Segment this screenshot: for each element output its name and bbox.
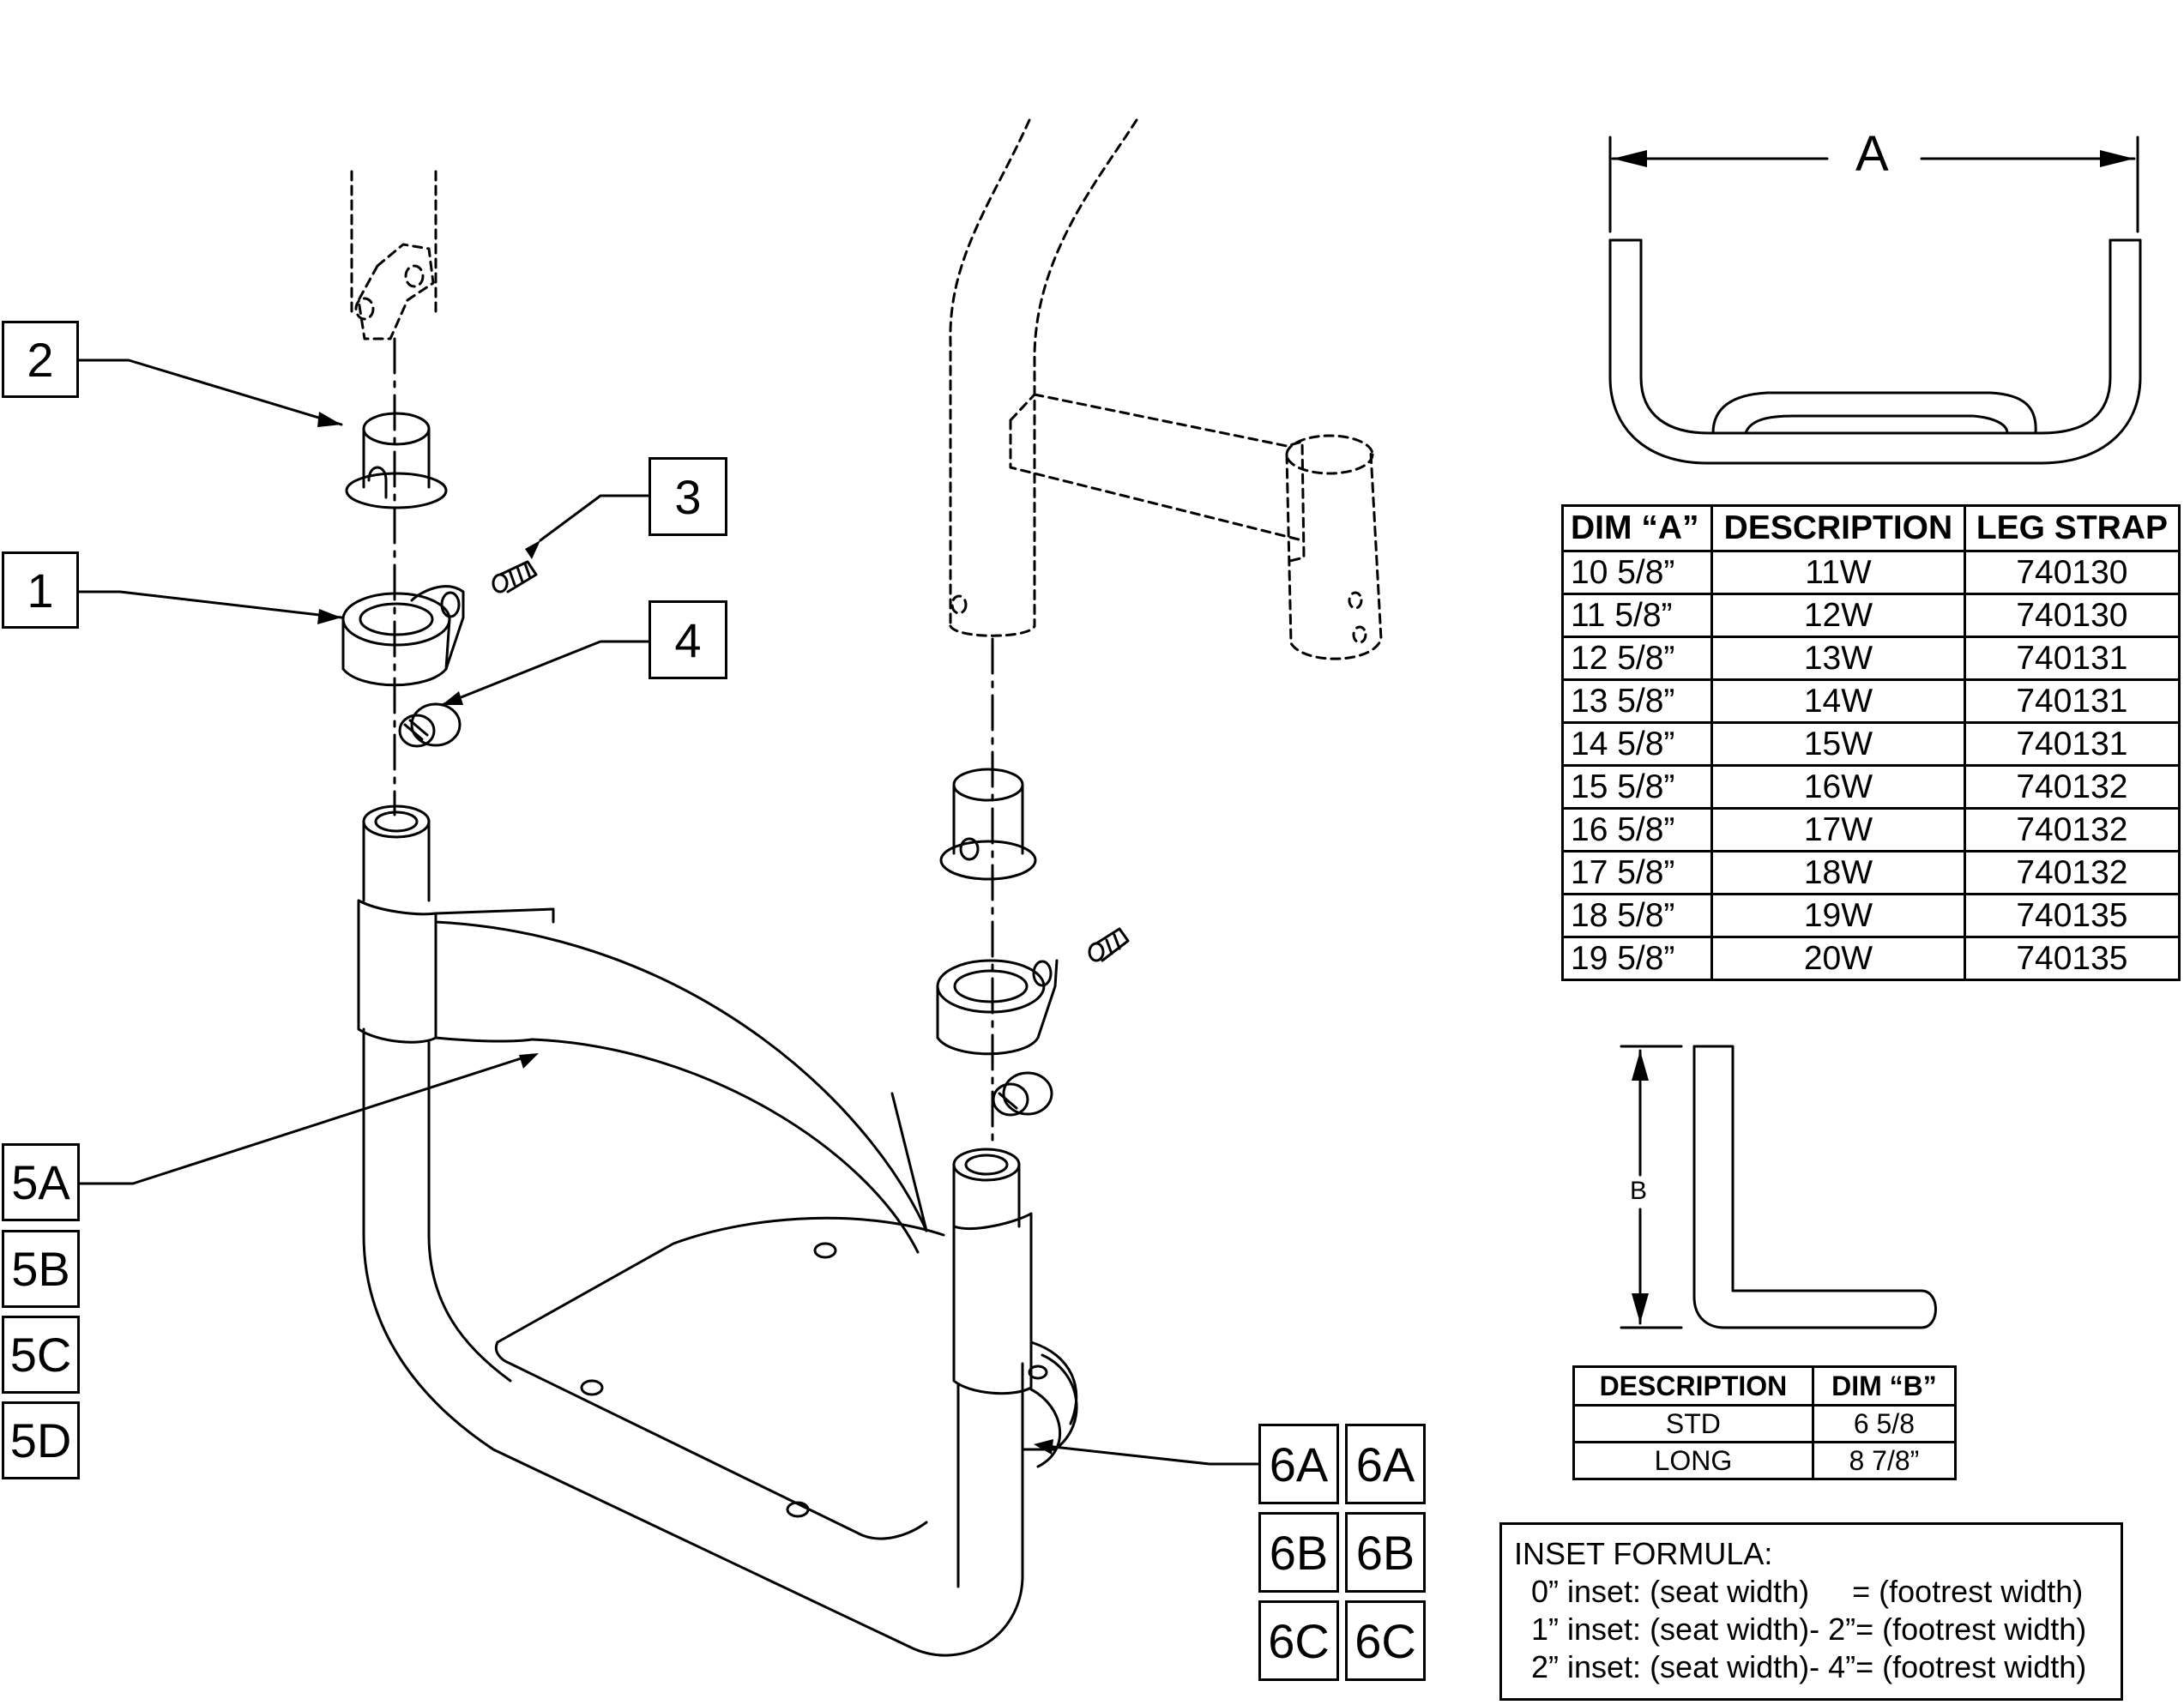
bushing-left (345, 412, 448, 509)
clamp-right (936, 959, 1059, 1056)
col-leg-strap: LEG STRAP (1963, 504, 2181, 552)
cell-description: 14W (1710, 678, 1966, 724)
col-dim-a: DIM “A” (1561, 504, 1713, 552)
dim-a-detail (1608, 136, 2142, 465)
inset-formula-line: 2” inset: (seat width)- 4”= (footrest wi… (1514, 1649, 2087, 1684)
callout-5d: 5D (2, 1401, 80, 1479)
cell-dim-b: 6 5/8 (1811, 1404, 1958, 1443)
frame-tube-left (350, 170, 437, 340)
cell-leg-strap: 740132 (1963, 764, 2181, 810)
cell-leg-strap: 740131 (1963, 721, 2181, 767)
inset-formula-line: 0” inset: (seat width) = (footrest width… (1514, 1574, 2084, 1609)
inset-formula-title: INSET FORMULA: (1514, 1536, 1773, 1571)
inset-formula-box: INSET FORMULA: 0” inset: (seat width) = … (1499, 1522, 2123, 1701)
cell-dim: 13 5/8” (1561, 678, 1713, 724)
dim-a-table: DIM “A” DESCRIPTION LEG STRAP 10 5/8”11W… (1561, 504, 2181, 981)
cell-leg-strap: 740131 (1963, 636, 2181, 681)
dim-b-label: B (1630, 1177, 1648, 1205)
cell-dim: 12 5/8” (1561, 636, 1713, 681)
clamp-left (341, 585, 465, 687)
cell-description: 16W (1710, 764, 1966, 810)
cell-description: 18W (1710, 850, 1966, 895)
cell-leg-strap: 740135 (1963, 936, 2181, 981)
callout-6b-right: 6B (1345, 1512, 1426, 1593)
cell-description: 12W (1710, 593, 1966, 638)
plug-right (992, 1071, 1053, 1117)
cell-dim: 15 5/8” (1561, 764, 1713, 810)
cell-dim: 17 5/8” (1561, 850, 1713, 895)
callout-5c: 5C (2, 1316, 80, 1394)
callout-1: 1 (2, 551, 79, 629)
cell-description: 19W (1710, 893, 1966, 938)
callout-6c-right: 6C (1345, 1600, 1426, 1681)
callout-6c-left: 6C (1258, 1600, 1339, 1681)
cell-description: LONG (1572, 1441, 1814, 1480)
cell-leg-strap: 740131 (1963, 678, 2181, 724)
cell-dim: 10 5/8” (1561, 550, 1713, 595)
callout-2: 2 (2, 321, 79, 398)
bushing-right (939, 768, 1037, 881)
cell-dim: 19 5/8” (1561, 936, 1713, 981)
col-description: DESCRIPTION (1710, 504, 1966, 552)
frame-tube-right (949, 118, 1383, 660)
cell-dim: 18 5/8” (1561, 893, 1713, 938)
cell-dim: 16 5/8” (1561, 807, 1713, 852)
plug-left (398, 702, 462, 748)
cell-description: STD (1572, 1404, 1814, 1443)
cell-leg-strap: 740132 (1963, 807, 2181, 852)
callout-6b-left: 6B (1258, 1512, 1339, 1593)
cell-description: 17W (1710, 807, 1966, 852)
cell-leg-strap: 740130 (1963, 550, 2181, 595)
arrow-heads (317, 412, 1053, 1455)
cell-description: 13W (1710, 636, 1966, 681)
callout-5a: 5A (2, 1143, 80, 1221)
footrest-hanger (357, 804, 1033, 1657)
cell-leg-strap: 740130 (1963, 593, 2181, 638)
callout-5b: 5B (2, 1230, 80, 1308)
cell-dim-b: 8 7/8” (1811, 1441, 1958, 1480)
cell-dim: 14 5/8” (1561, 721, 1713, 767)
col-dim-b: DIM “B” (1811, 1365, 1958, 1407)
cell-leg-strap: 740135 (1963, 893, 2181, 938)
cell-description: 15W (1710, 721, 1966, 767)
leader-lines (74, 358, 1259, 1466)
dim-b-detail (1620, 1045, 1937, 1329)
cell-leg-strap: 740132 (1963, 850, 2181, 895)
footplate (494, 1216, 1078, 1540)
cell-description: 11W (1710, 550, 1966, 595)
callout-6a-left: 6A (1258, 1424, 1339, 1504)
col-description: DESCRIPTION (1572, 1365, 1814, 1407)
set-screw-left (492, 560, 538, 593)
dim-a-label: A (1855, 126, 1889, 182)
cell-dim: 11 5/8” (1561, 593, 1713, 638)
callout-4: 4 (649, 600, 727, 679)
inset-formula-line: 1” inset: (seat width)- 2”= (footrest wi… (1514, 1612, 2087, 1647)
cell-description: 20W (1710, 936, 1966, 981)
table-header-row: DIM “A” DESCRIPTION LEG STRAP (1561, 504, 2181, 552)
set-screw-right (1088, 927, 1130, 962)
callout-6a-right: 6A (1345, 1424, 1426, 1504)
callout-3: 3 (649, 457, 727, 536)
table-header-row: DESCRIPTION DIM “B” (1572, 1365, 1958, 1407)
